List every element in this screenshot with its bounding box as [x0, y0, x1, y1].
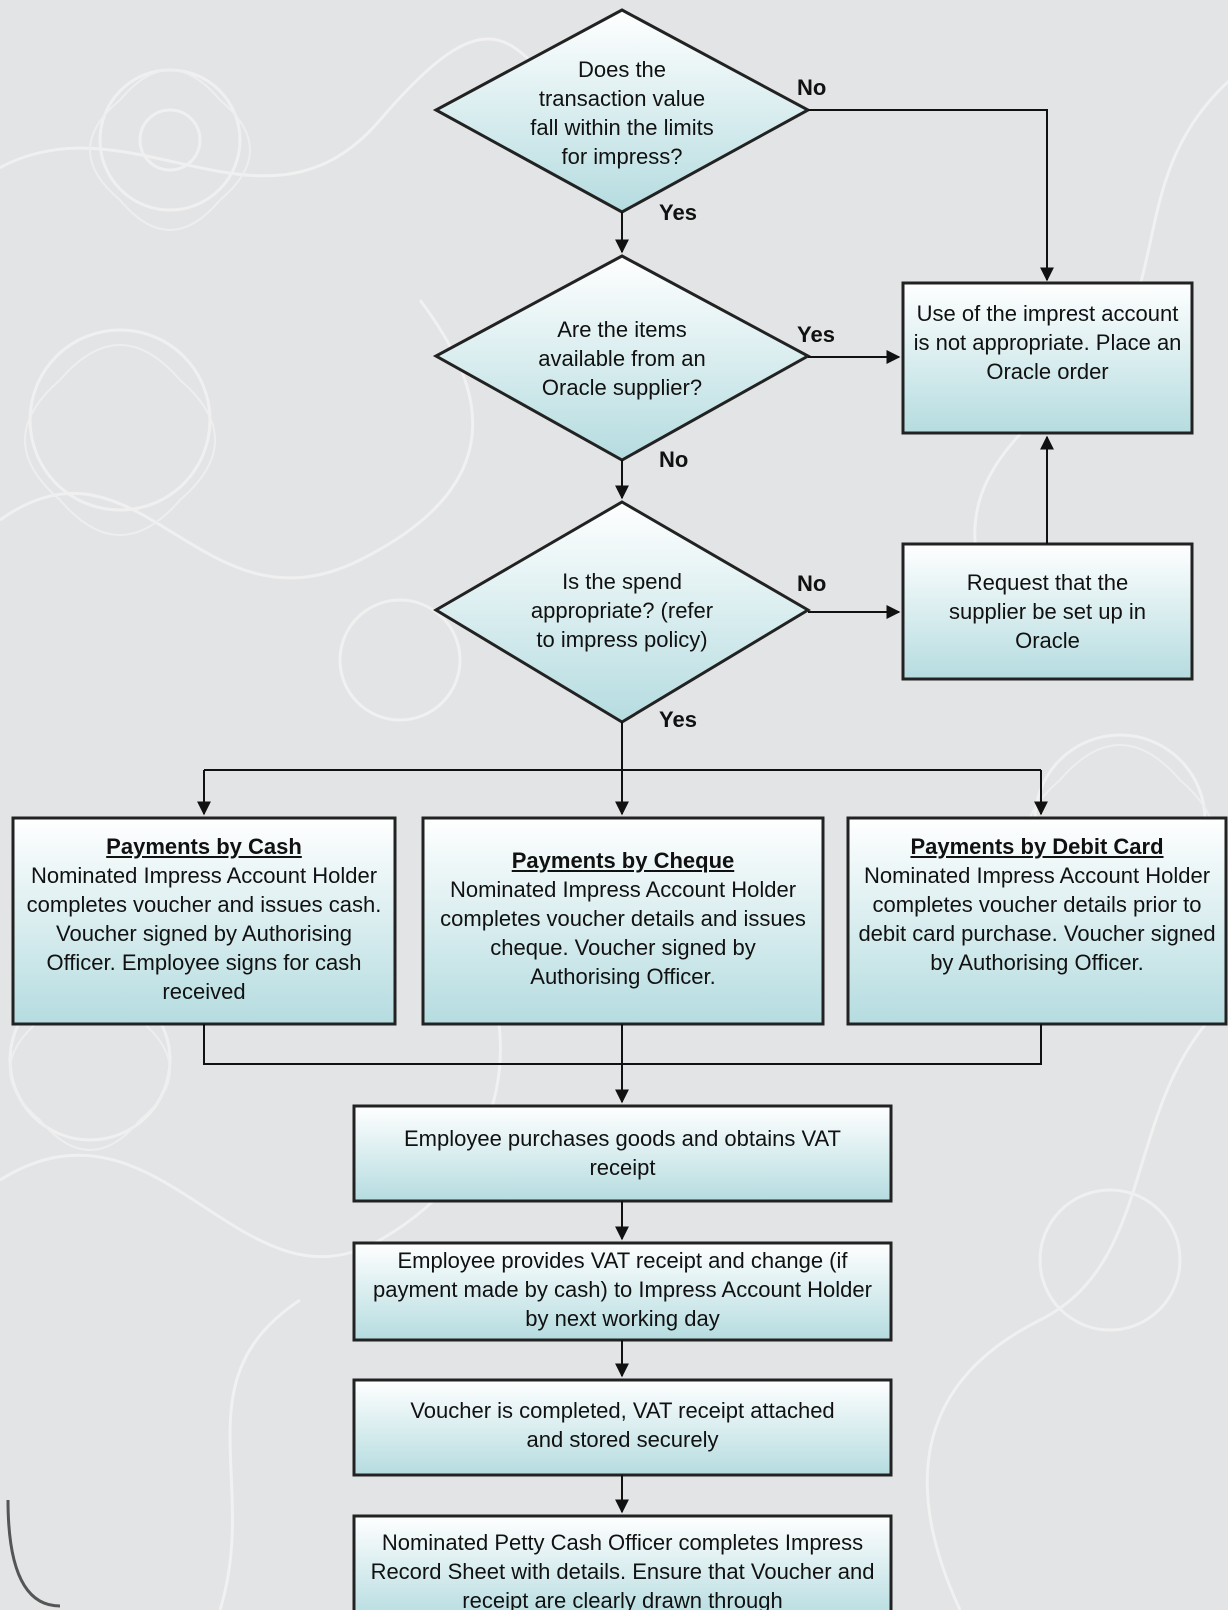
label-spend-no: No [797, 571, 827, 596]
label-oracle-no: No [659, 447, 689, 472]
box-debit-shape [846, 816, 1228, 1026]
box-debit-body: Nominated Impress Account Holder complet… [858, 863, 1216, 975]
box-purchase: Employee purchases goods and obtains VAT… [354, 1106, 891, 1201]
decision-spend: Is the spend appropriate? (refer to impr… [522, 545, 722, 675]
box-cheque-title: Payments by Cheque [511, 848, 735, 873]
box-record-shape [352, 1514, 893, 1610]
box-debit-title: Payments by Debit Card [910, 834, 1164, 859]
label-limits-yes: Yes [659, 200, 697, 225]
decision-spend-text: Is the spend appropriate? (refer to impr… [530, 568, 714, 652]
box-provide: Employee provides VAT receipt and change… [354, 1243, 891, 1340]
connector-limits-no [808, 109, 1054, 282]
box-not-appropriate: Use of the imprest account is not approp… [903, 283, 1192, 433]
box-not-appropriate-text: Use of the imprest account is not approp… [913, 301, 1182, 384]
box-cash: Payments by Cash Nominated Impress Accou… [13, 818, 395, 1024]
decision-limits: Does the transaction value fall within t… [522, 38, 722, 188]
box-voucher-text: Voucher is completed, VAT receipt attach… [410, 1398, 835, 1452]
box-record: Nominated Petty Cash Officer completes I… [354, 1516, 891, 1610]
box-request-supplier-text: Request that the supplier be set up in O… [949, 570, 1146, 653]
box-cash-title: Payments by Cash [106, 834, 302, 859]
box-provide-text: Employee provides VAT receipt and change… [373, 1248, 872, 1331]
box-debit: Payments by Debit Card Nominated Impress… [848, 818, 1226, 1024]
label-limits-no: No [797, 75, 827, 100]
decision-oracle: Are the items available from an Oracle s… [527, 298, 717, 418]
corner-curve [6, 1499, 61, 1608]
box-not-appropriate-shape [901, 281, 1194, 435]
box-cheque: Payments by Cheque Nominated Impress Acc… [423, 818, 823, 1024]
box-record-text: Nominated Petty Cash Officer completes I… [370, 1530, 875, 1610]
box-cash-body: Nominated Impress Account Holder complet… [26, 863, 382, 1004]
box-voucher-shape [352, 1378, 893, 1477]
label-oracle-yes: Yes [797, 322, 835, 347]
label-spend-yes: Yes [659, 707, 697, 732]
box-cheque-shape [421, 816, 825, 1026]
box-provide-shape [352, 1241, 893, 1342]
box-purchase-text: Employee purchases goods and obtains VAT… [403, 1126, 841, 1180]
box-request-supplier-shape [901, 542, 1194, 681]
box-cash-shape [11, 816, 397, 1026]
box-cheque-body: Nominated Impress Account Holder complet… [440, 877, 806, 989]
box-voucher: Voucher is completed, VAT receipt attach… [354, 1380, 891, 1475]
decision-oracle-text: Are the items available from an Oracle s… [538, 316, 706, 400]
box-request-supplier: Request that the supplier be set up in O… [903, 544, 1192, 679]
decision-limits-text: Does the transaction value fall within t… [530, 57, 714, 169]
